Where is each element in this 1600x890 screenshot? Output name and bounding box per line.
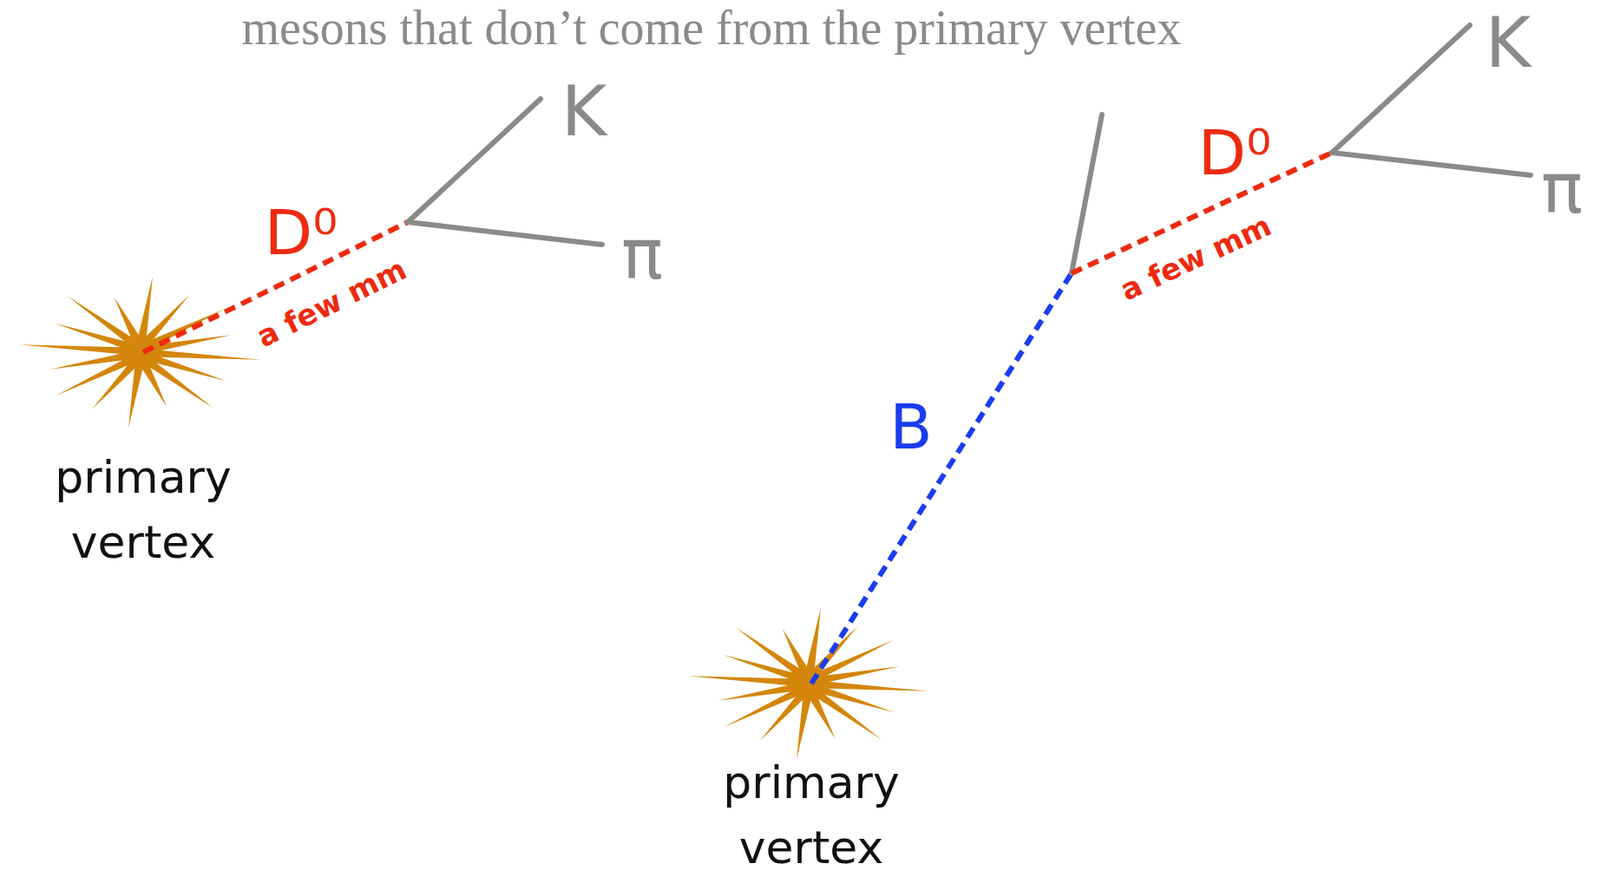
- particle-label: D⁰: [1198, 121, 1272, 184]
- slide-title: mesons that don’t come from the primary …: [242, 1, 1182, 56]
- particle-label: π: [1540, 154, 1583, 224]
- particle-label: K: [561, 77, 607, 147]
- particle-label: π: [621, 220, 663, 290]
- vertex-label: primary vertex: [722, 750, 900, 882]
- pion-track: [407, 222, 603, 245]
- kaon-track: [1331, 25, 1470, 153]
- pion-track: [1331, 152, 1531, 176]
- vertex-label: primary vertex: [54, 445, 232, 577]
- primary-vertex-star: [19, 275, 263, 428]
- particle-label: K: [1485, 8, 1531, 79]
- b-meson-track: [811, 273, 1072, 684]
- primary-vertex-star: [688, 607, 931, 760]
- kaon-track: [407, 98, 541, 223]
- particle-label: B: [889, 395, 932, 459]
- particle-label: D⁰: [264, 201, 338, 264]
- extra-track: [1071, 114, 1102, 274]
- distance-label: a few mm: [1115, 209, 1276, 305]
- distance-label: a few mm: [252, 254, 412, 353]
